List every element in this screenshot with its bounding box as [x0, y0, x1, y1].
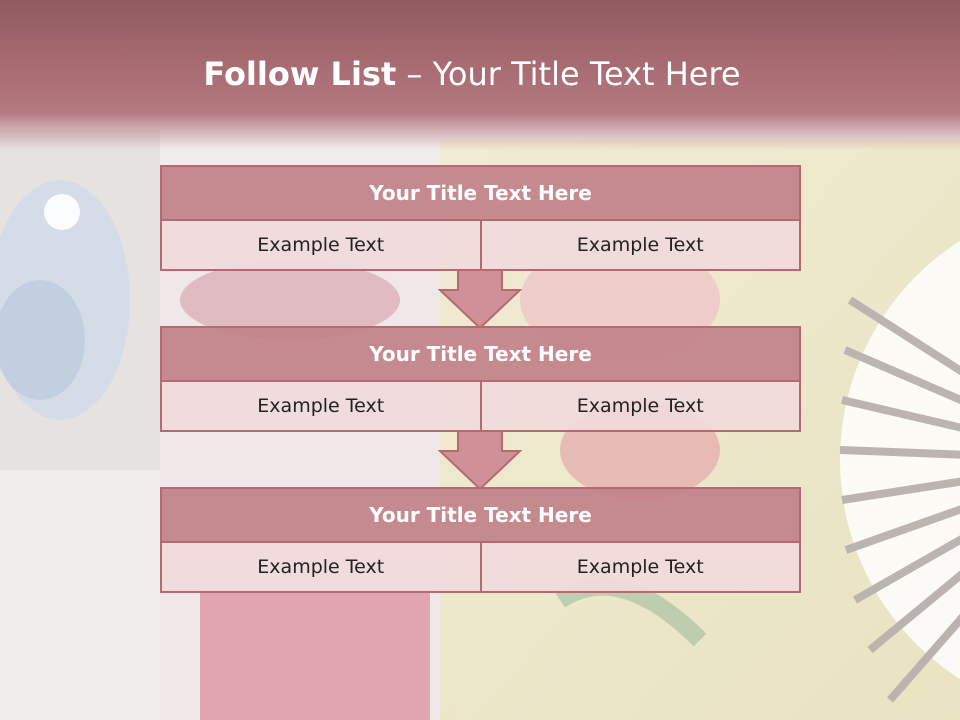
block-1-left-text: Example Text: [160, 221, 482, 271]
slide-title: Follow List – Your Title Text Here: [0, 55, 944, 93]
block-title-3: Your Title Text Here: [160, 487, 801, 543]
list-block-1: Your Title Text Here Example Text Exampl…: [160, 165, 801, 271]
block-3-left-text: Example Text: [160, 543, 482, 593]
title-light: – Your Title Text Here: [396, 55, 741, 93]
header-band: [0, 0, 960, 150]
title-strong: Follow List: [203, 55, 397, 93]
list-block-3: Your Title Text Here Example Text Exampl…: [160, 487, 801, 593]
down-arrow-icon: [438, 270, 522, 330]
block-2-right-text: Example Text: [481, 382, 801, 432]
block-title-2: Your Title Text Here: [160, 326, 801, 382]
block-1-right-text: Example Text: [481, 221, 801, 271]
list-block-2: Your Title Text Here Example Text Exampl…: [160, 326, 801, 432]
down-arrow-icon: [438, 431, 522, 491]
block-title-1: Your Title Text Here: [160, 165, 801, 221]
block-2-left-text: Example Text: [160, 382, 482, 432]
block-3-right-text: Example Text: [481, 543, 801, 593]
